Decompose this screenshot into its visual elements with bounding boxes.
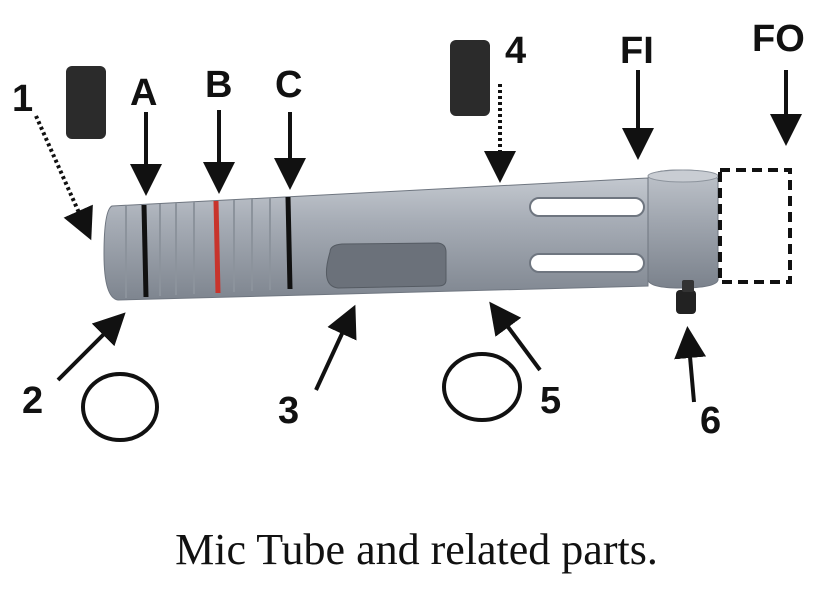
fo-dashed-outline [718,168,792,284]
tube-slot-large [325,242,447,289]
ring-c [285,196,293,290]
tube-slot-lower [529,253,645,273]
label-6: 6 [700,400,722,442]
set-screw [676,290,696,314]
loose-o-ring-right [442,352,522,422]
label-c: C [275,64,303,106]
label-1: 1 [12,78,34,120]
arrow-6 [674,326,707,403]
label-2: 2 [22,380,44,422]
mic-tube-body [103,177,649,301]
label-fi: FI [620,30,654,72]
arrow-3 [314,304,357,391]
tube-grooves [125,198,271,298]
set-screw-head [682,280,694,292]
foam-piece-left [66,66,106,139]
ring-a [141,204,149,298]
loose-o-ring-left [81,372,159,442]
arrow-5 [489,301,542,372]
label-4: 4 [505,30,527,72]
arrow-2 [56,312,126,382]
cap-rim [647,169,719,183]
ring-b [213,200,221,294]
tube-slot-upper [529,197,645,217]
callout-arrows [34,70,802,403]
figure-caption: Mic Tube and related parts. [175,525,658,574]
label-b: B [205,64,233,106]
label-fo: FO [752,18,805,60]
tube-end-cap [647,169,719,289]
label-3: 3 [278,390,300,432]
label-5: 5 [540,380,562,422]
foam-piece-right [450,40,490,116]
label-a: A [130,72,158,114]
